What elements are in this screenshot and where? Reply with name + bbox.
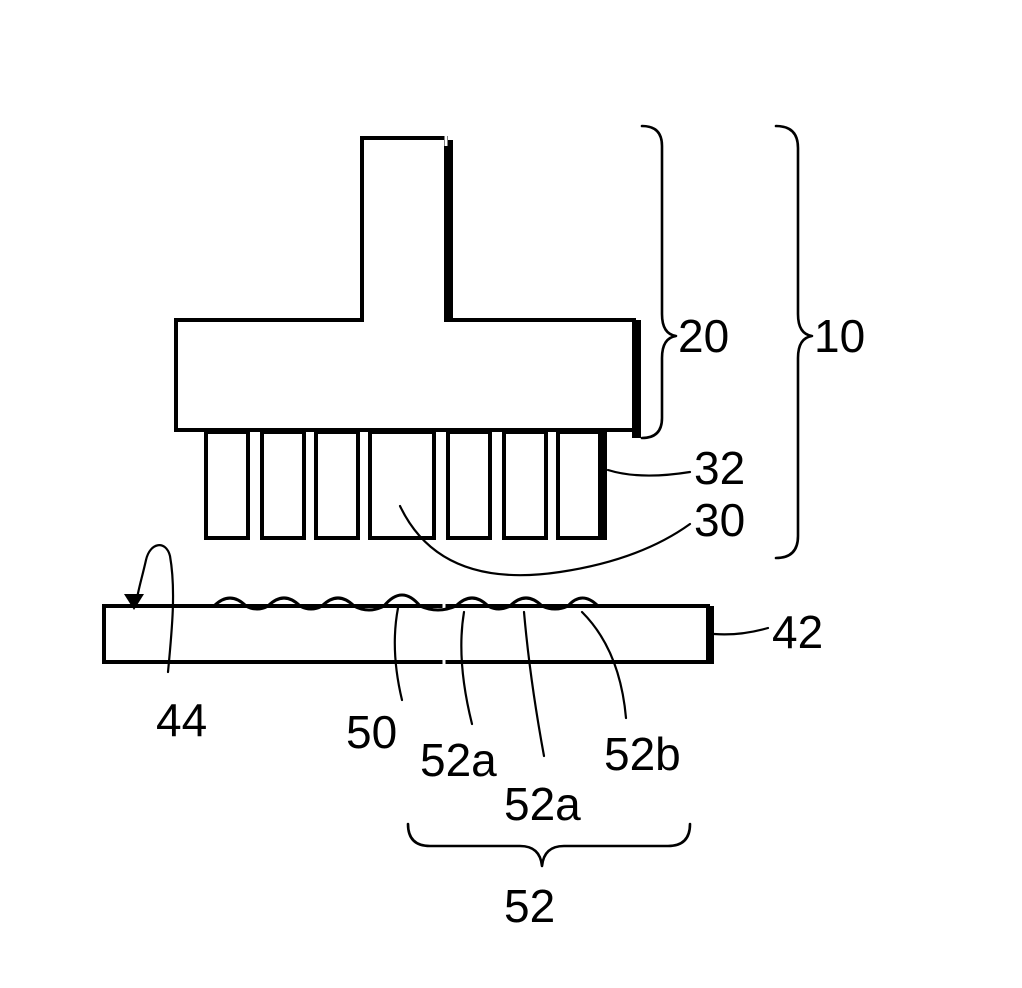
label-52a-1: 52a bbox=[420, 734, 497, 786]
label-44: 44 bbox=[156, 694, 207, 746]
pin-6 bbox=[504, 432, 546, 538]
label-10: 10 bbox=[814, 310, 865, 362]
label-52a-2: 52a bbox=[504, 778, 581, 830]
pin-center bbox=[370, 432, 434, 538]
pin-7 bbox=[558, 432, 600, 538]
leader-32 bbox=[608, 470, 690, 476]
label-52b: 52b bbox=[604, 728, 681, 780]
pin-2 bbox=[262, 432, 304, 538]
pin-1 bbox=[206, 432, 248, 538]
label-42: 42 bbox=[772, 606, 823, 658]
brace-10 bbox=[776, 126, 812, 558]
label-52: 52 bbox=[504, 880, 555, 932]
head-outline bbox=[176, 138, 634, 430]
pin-5 bbox=[448, 432, 490, 538]
brace-52 bbox=[408, 824, 690, 866]
substrate-body bbox=[104, 606, 708, 662]
pin-3 bbox=[316, 432, 358, 538]
label-20: 20 bbox=[678, 310, 729, 362]
leader-42 bbox=[714, 628, 768, 634]
label-50: 50 bbox=[346, 706, 397, 758]
pin-array bbox=[206, 432, 607, 540]
brace-20 bbox=[642, 126, 676, 438]
substrate bbox=[104, 600, 714, 668]
label-30: 30 bbox=[694, 494, 745, 546]
label-32: 32 bbox=[694, 442, 745, 494]
tool-head bbox=[176, 134, 641, 438]
